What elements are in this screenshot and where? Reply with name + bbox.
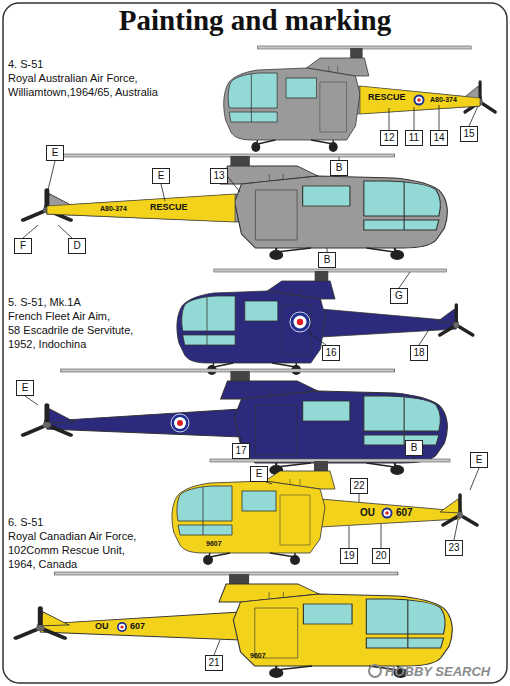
callout-number: 11	[405, 130, 423, 146]
callout-number: 20	[372, 548, 390, 564]
callout-number: 18	[410, 345, 428, 361]
callout-letter: E	[250, 466, 268, 482]
profile-caption: 4. S-51	[8, 58, 43, 71]
callout-number: 22	[350, 478, 368, 494]
watermark: HOBBY SEARCH	[385, 664, 490, 679]
aircraft-marking: 9607	[206, 540, 222, 547]
profile-caption: 58 Escadrile de Servitute,	[8, 324, 133, 337]
aircraft-marking: RESCUE	[150, 203, 188, 212]
aircraft-marking: A80-374	[430, 96, 457, 103]
callout-letter: E	[16, 380, 34, 396]
callout-number: 14	[430, 130, 448, 146]
profile-caption: French Fleet Air Aim,	[8, 310, 110, 323]
callout-letter: F	[14, 238, 32, 254]
callout-letter: E	[470, 452, 488, 468]
profile-caption: Royal Canadian Air Force,	[8, 530, 136, 543]
profile-caption: 5. S-51, Mk.1A	[8, 296, 81, 309]
callout-number: 17	[232, 443, 250, 459]
profile-caption: Royal Australian Air Force,	[8, 72, 138, 85]
callout-number: 21	[205, 655, 223, 671]
callout-letter: B	[405, 440, 423, 456]
callout-number: 12	[380, 130, 398, 146]
callout-letter: E	[46, 145, 64, 161]
profile-caption: 1964, Canada	[8, 558, 77, 571]
aircraft-marking: OU	[95, 622, 109, 631]
callout-number: 15	[460, 126, 478, 142]
callout-number: 19	[340, 548, 358, 564]
callout-letter: B	[330, 160, 348, 176]
callout-number: 16	[322, 345, 340, 361]
aircraft-marking: RESCUE	[368, 93, 406, 102]
aircraft-marking: 9607	[250, 652, 266, 659]
aircraft-marking: 607	[130, 622, 145, 631]
aircraft-marking: 607	[396, 508, 413, 518]
callout-letter: D	[68, 238, 86, 254]
callout-letter: G	[390, 288, 408, 304]
callout-letter: B	[318, 252, 336, 268]
callout-letter: E	[152, 168, 170, 184]
callout-number: 13	[210, 168, 228, 184]
title: Painting and marking	[0, 4, 510, 37]
callout-number: 23	[445, 540, 463, 556]
profile-caption: 102Comm Rescue Unit,	[8, 544, 125, 557]
aircraft-marking: OU	[360, 508, 375, 518]
profile-caption: 1952, Indochina	[8, 338, 86, 351]
profile-caption: 6. S-51	[8, 516, 43, 529]
aircraft-marking: A80-374	[100, 205, 127, 212]
profile-caption: Williamtown,1964/65, Australia	[8, 86, 158, 99]
